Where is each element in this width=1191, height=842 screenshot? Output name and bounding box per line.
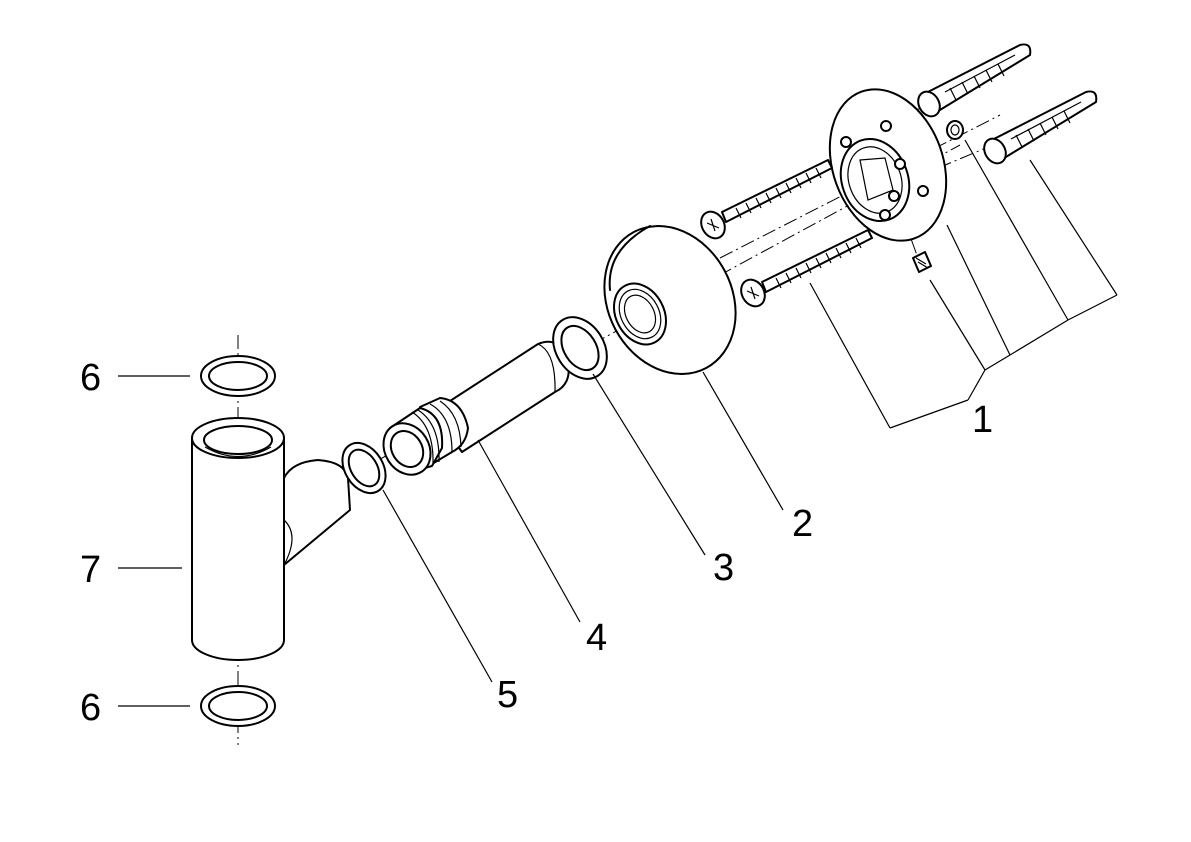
seal-ring-bottom	[200, 685, 276, 727]
screw-top	[700, 159, 833, 240]
label-part-3: 3	[713, 547, 734, 589]
wall-rosette	[603, 225, 737, 375]
label-part-2: 2	[792, 503, 813, 545]
flat-gasket	[552, 316, 608, 380]
label-part-5: 5	[497, 674, 518, 716]
label-part-1: 1	[972, 399, 993, 441]
wall-mounting-kit	[700, 43, 1098, 308]
wall-anchor-top	[917, 43, 1032, 118]
siphon-tee-body	[191, 417, 351, 661]
small-seal-ring	[341, 441, 387, 495]
part-labels: 6 6 7 5 4 3 2 1	[80, 357, 993, 729]
leader-lines	[118, 139, 1118, 707]
label-part-4: 4	[586, 617, 607, 659]
grub-screw-bottom	[912, 251, 932, 273]
wall-plate	[828, 88, 948, 242]
label-part-6-top: 6	[80, 357, 101, 399]
screw-bottom	[740, 229, 873, 308]
grub-screw-top	[946, 120, 964, 140]
wall-anchor-bottom	[983, 90, 1098, 165]
label-part-7: 7	[80, 549, 101, 591]
seal-ring-top	[200, 355, 276, 397]
label-part-6-bottom: 6	[80, 687, 101, 729]
connection-pipe	[382, 340, 570, 476]
